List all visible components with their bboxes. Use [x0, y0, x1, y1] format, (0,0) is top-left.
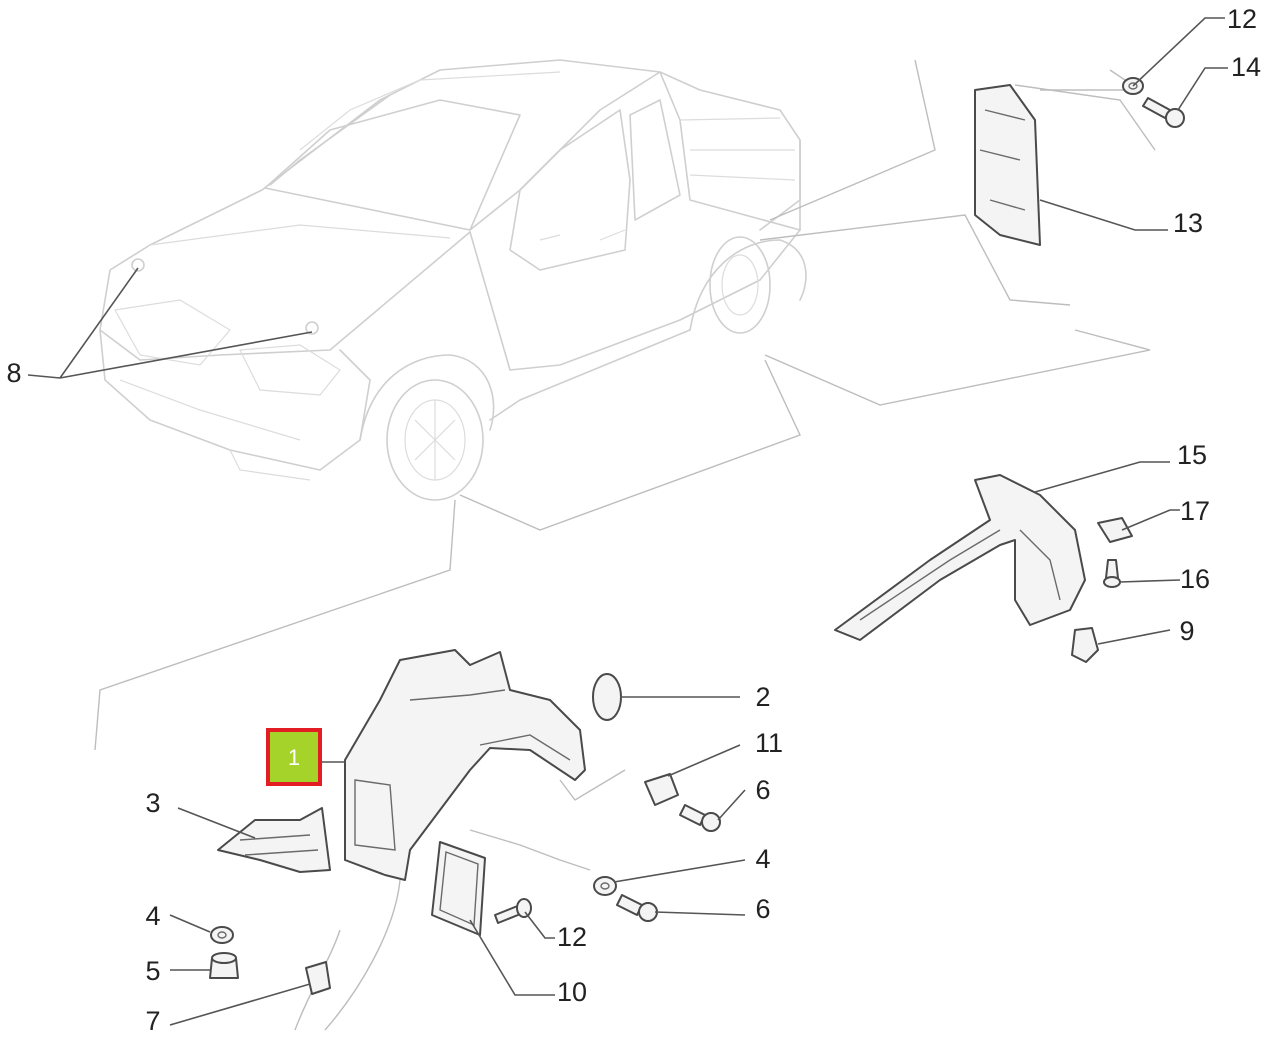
callout-7: 7 — [145, 1006, 160, 1036]
callout-15: 15 — [1177, 440, 1207, 470]
callout-12-lower: 12 — [557, 922, 587, 952]
callout-14: 14 — [1231, 52, 1261, 82]
part-13-rear-trim-panel — [974, 84, 1041, 246]
leader-lines — [27, 17, 1228, 1026]
callout-labels: 12 14 13 8 15 17 16 9 2 11 6 4 6 12 10 3… — [6, 4, 1261, 1036]
part-2-plug — [592, 673, 622, 721]
part-6-screw-lower — [616, 894, 658, 922]
part-4-washer-left — [210, 926, 234, 944]
callout-9: 9 — [1179, 616, 1194, 646]
part-16-screw — [1103, 559, 1121, 588]
callout-16: 16 — [1180, 564, 1210, 594]
highlight-box[interactable] — [266, 728, 322, 786]
callout-13: 13 — [1173, 208, 1203, 238]
callout-8: 8 — [6, 358, 21, 388]
part-10-access-cover — [431, 841, 486, 936]
part-6-screw-upper — [679, 804, 721, 832]
callout-3: 3 — [145, 788, 160, 818]
callout-11: 11 — [755, 728, 783, 758]
part-11-clip — [644, 773, 679, 806]
callout-2: 2 — [755, 682, 770, 712]
part-15-rear-wheelhouse-liner — [834, 474, 1086, 641]
callout-12-top: 12 — [1227, 4, 1257, 34]
highlighted-callout-1[interactable]: 1 — [266, 728, 322, 786]
part-4-washer-right — [593, 876, 617, 896]
vehicle-illustration — [99, 59, 807, 501]
callout-4-right: 4 — [755, 844, 770, 874]
part-5-bushing — [209, 952, 239, 979]
part-7-clip — [305, 961, 331, 995]
part-12-screw-lower — [494, 898, 532, 924]
callout-4-left: 4 — [145, 901, 160, 931]
callout-6-lower: 6 — [755, 894, 770, 924]
part-1-front-wheelhouse-liner — [344, 649, 586, 881]
callout-17: 17 — [1180, 496, 1210, 526]
guide-lines — [94, 59, 1156, 1031]
callout-5: 5 — [145, 956, 160, 986]
callout-6-upper: 6 — [755, 775, 770, 805]
callout-10: 10 — [557, 977, 587, 1007]
part-17-clip — [1097, 517, 1133, 543]
part-9-plug — [1071, 627, 1099, 663]
part-3-under-panel — [217, 807, 331, 873]
callout-1: 1 — [288, 745, 300, 770]
part-14-screw — [1142, 97, 1185, 128]
